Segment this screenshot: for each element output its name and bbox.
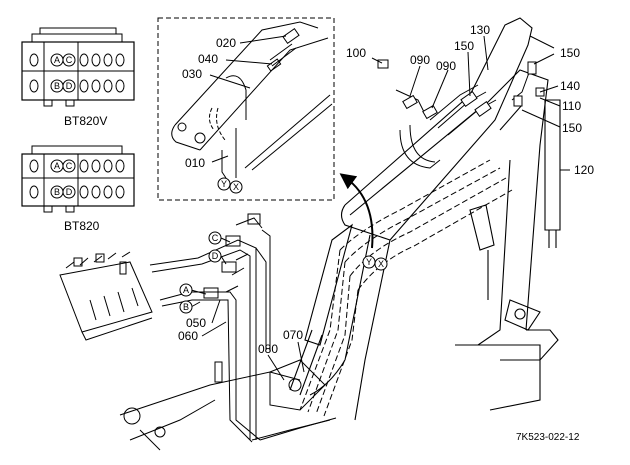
valve-caption-bt820v: BT820V (64, 114, 107, 128)
part-label-130: 130 (470, 23, 490, 37)
part-label-100: 100 (346, 46, 366, 60)
valve-block-bt820 (21, 145, 135, 213)
port-marker-x-main: X (374, 257, 388, 271)
part-label-090-left: 090 (410, 53, 430, 67)
port-marker-c-lower: C (208, 231, 222, 245)
base-frame (119, 359, 326, 451)
part-label-080: 080 (258, 342, 278, 356)
port-letter-b: B (54, 187, 60, 197)
part-label-040: 040 (198, 52, 218, 66)
port-letter-x: X (233, 182, 239, 192)
control-valve-assembly (59, 251, 153, 341)
leader-lines-upper-right (371, 35, 570, 171)
port-marker-y-main: Y (362, 255, 376, 269)
part-label-050: 050 (186, 316, 206, 330)
fitting-symbols (377, 59, 545, 120)
part-label-150-right: 150 (560, 46, 580, 60)
port-letter-a: A (183, 285, 189, 295)
valve-block-bt820v (21, 27, 135, 107)
port-marker-a-top: A (50, 53, 64, 67)
reference-code: 7K523-022-12 (516, 432, 580, 443)
leader-lines-detail (209, 35, 287, 163)
part-label-030: 030 (182, 67, 202, 81)
port-letter-d: D (212, 251, 219, 261)
detail-inset-frame (157, 17, 335, 201)
port-letter-y: Y (366, 257, 372, 267)
port-letter-y: Y (221, 179, 227, 189)
port-letter-c: C (66, 161, 73, 171)
port-letter-d: D (66, 81, 73, 91)
boom-structure (289, 17, 561, 421)
port-marker-d-bottom: D (62, 185, 76, 199)
port-marker-b-bottom: B (50, 185, 64, 199)
port-marker-d-lower: D (208, 249, 222, 263)
part-label-150-lower: 150 (562, 121, 582, 135)
port-letter-c: C (212, 233, 219, 243)
port-letter-b: B (54, 81, 60, 91)
part-label-140: 140 (560, 79, 580, 93)
port-marker-y-detail: Y (217, 177, 231, 191)
part-label-060: 060 (178, 329, 198, 343)
part-label-070: 070 (283, 328, 303, 342)
rotation-direction-arrow (339, 173, 374, 249)
part-label-090-right: 090 (436, 59, 456, 73)
port-marker-a-lower: A (179, 283, 193, 297)
part-label-120: 120 (574, 163, 594, 177)
port-letter-a: A (54, 161, 60, 171)
part-label-150-upper: 150 (454, 39, 474, 53)
port-marker-b-top: B (50, 79, 64, 93)
port-marker-c-top: C (62, 53, 76, 67)
port-letter-b: B (183, 302, 189, 312)
port-marker-c-bottom: C (62, 159, 76, 173)
part-label-110: 110 (562, 99, 581, 113)
port-letter-c: C (66, 55, 73, 65)
port-marker-a-bottom: A (50, 159, 64, 173)
port-marker-x-detail: X (229, 180, 243, 194)
part-label-020: 020 (216, 36, 236, 50)
detail-boom-arm (171, 21, 333, 179)
port-marker-b-lower: B (179, 300, 193, 314)
valve-caption-bt820: BT820 (64, 219, 100, 233)
port-letter-a: A (54, 55, 60, 65)
port-letter-x: X (378, 259, 384, 269)
leader-lines-lower (190, 237, 305, 381)
port-marker-d-top: D (62, 79, 76, 93)
part-label-010: 010 (185, 156, 205, 170)
port-letter-d: D (66, 187, 73, 197)
